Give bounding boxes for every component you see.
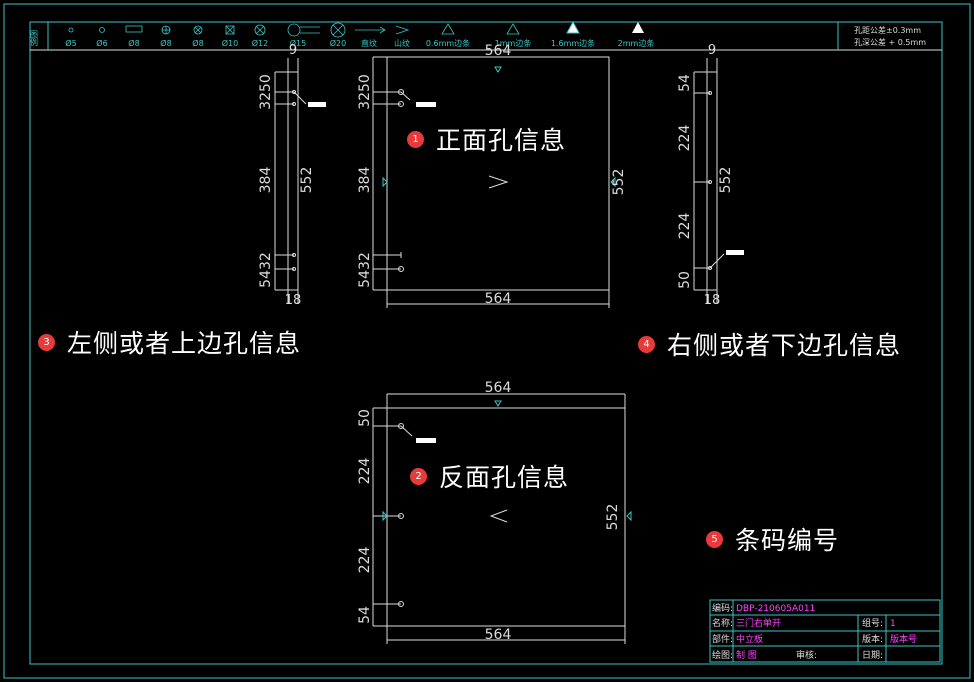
left-dim-top: 9 [289, 43, 297, 58]
right-dim-top: 9 [708, 43, 716, 58]
hole-10-icon [225, 25, 235, 35]
legend-item-label: Ø12 [252, 38, 268, 48]
front-grain-icon [488, 175, 509, 189]
back-dim-bottom: 564 [485, 627, 512, 643]
tolerance-2: 孔深公差 + 0.5mm [854, 37, 926, 47]
front-dim-bottom: 564 [485, 291, 512, 307]
hole-5-icon [68, 27, 74, 33]
edge-1-icon [506, 23, 520, 35]
inner-frame [29, 21, 943, 665]
mountain-grain-icon [395, 25, 410, 35]
legend-item-label: 山纹 [394, 38, 410, 48]
back-dim-4: 54 [357, 606, 373, 624]
tb-name-label: 名称: [712, 617, 733, 629]
front-dim-left-mid: 384 [357, 167, 373, 194]
legend-item-label: 直纹 [361, 38, 377, 48]
left-dim-3: 5432 [258, 252, 274, 288]
badge-1: 1 [407, 130, 424, 148]
legend-item-label: 1.6mm边条 [551, 38, 595, 48]
edge-2-icon [632, 22, 644, 33]
right-dim-3: 224 [677, 213, 693, 240]
left-side-view [274, 58, 307, 304]
back-dim-2: 224 [357, 458, 373, 485]
front-dim-left-bot: 5432 [357, 252, 373, 288]
left-dim-bottom: 18 [285, 293, 302, 308]
legend-item-label: Ø20 [330, 38, 346, 48]
hole-8-x-icon [193, 25, 203, 35]
tb-part-label: 部件: [712, 633, 733, 645]
legend-header: 图例 [30, 30, 39, 47]
tb-code-value: DBP-210605A011 [736, 604, 815, 614]
front-hole-marker [416, 102, 436, 107]
tb-group-value: 1 [890, 619, 896, 629]
back-dim-right: 552 [605, 504, 621, 531]
badge-4: 4 [638, 335, 655, 353]
right-dim-2: 224 [677, 125, 693, 152]
tb-review-label: 审核: [796, 649, 817, 661]
title-block [709, 599, 941, 663]
right-dim-1: 54 [677, 74, 693, 92]
legend-labels: Ø5 Ø6 Ø8 Ø8 Ø8 Ø10 Ø12 Ø15 Ø20 直纹 山纹 0.6mm边条 1mm边条 1.… [65, 38, 654, 48]
back-dim-top: 564 [485, 380, 512, 396]
badge-5: 5 [706, 530, 723, 548]
legend-item-label: Ø8 [128, 38, 139, 48]
tb-group-label: 组号: [862, 617, 883, 629]
right-dim-4: 50 [677, 271, 693, 289]
hole-15-icon [287, 23, 301, 37]
left-dim-2: 384 [258, 167, 274, 194]
legend-item-label: Ø8 [160, 38, 171, 48]
tolerance-1: 孔距公差±0.3mm [854, 25, 921, 35]
tb-ver-label: 版本: [862, 633, 883, 645]
left-dim-mid: 552 [299, 167, 315, 194]
tb-draw-label: 绘图: [712, 649, 733, 661]
right-hole-marker [726, 250, 744, 255]
tb-code-label: 编码: [712, 602, 733, 614]
front-dim-right: 552 [611, 169, 627, 196]
legend-item-label: Ø5 [65, 38, 76, 48]
back-dim-1: 50 [357, 409, 373, 427]
tb-draw-value: 制 图 [736, 649, 757, 661]
legend-item-label: 2mm边条 [618, 38, 655, 48]
front-view [372, 56, 610, 308]
hole-8-slot-icon [125, 25, 143, 33]
left-hole-marker [308, 102, 326, 107]
front-dim-left-top: 3250 [357, 74, 373, 110]
hole-12-icon [254, 24, 266, 36]
right-dim-mid: 552 [718, 167, 734, 194]
front-dim-top: 564 [485, 43, 512, 59]
edge-06-icon [441, 23, 455, 35]
legend-item-label: Ø10 [222, 38, 238, 48]
right-dim-bottom: 18 [704, 293, 721, 308]
outer-frame [3, 3, 971, 679]
badge-3: 3 [38, 333, 55, 351]
left-dim-1: 3250 [258, 74, 274, 110]
back-hole-marker [416, 438, 436, 443]
edge-16-icon [566, 20, 580, 34]
legend: 图例 Ø5 Ø6 Ø8 Ø8 Ø8 Ø10 Ø12 Ø15 Ø20 直纹 山纹 0.6mm边条 [30, 20, 926, 48]
badge-2: 2 [410, 467, 427, 485]
back-grain-icon [489, 509, 508, 523]
hole-20-icon [330, 22, 346, 38]
back-dim-3: 224 [357, 547, 373, 574]
hole-6-icon [99, 27, 105, 33]
tb-ver-value: 版本号 [890, 633, 917, 645]
legend-item-label: Ø6 [96, 38, 107, 48]
back-view [372, 393, 626, 644]
legend-item-label: 1mm边条 [495, 38, 532, 48]
tb-part-value: 中立板 [736, 633, 763, 645]
right-side-view [693, 58, 725, 304]
tb-date-label: 日期: [862, 650, 883, 661]
legend-item-label: Ø8 [192, 38, 203, 48]
tb-name-value: 三门右单开 [736, 617, 781, 629]
legend-item-label: Ø15 [290, 38, 306, 48]
legend-item-label: 0.6mm边条 [426, 38, 470, 48]
